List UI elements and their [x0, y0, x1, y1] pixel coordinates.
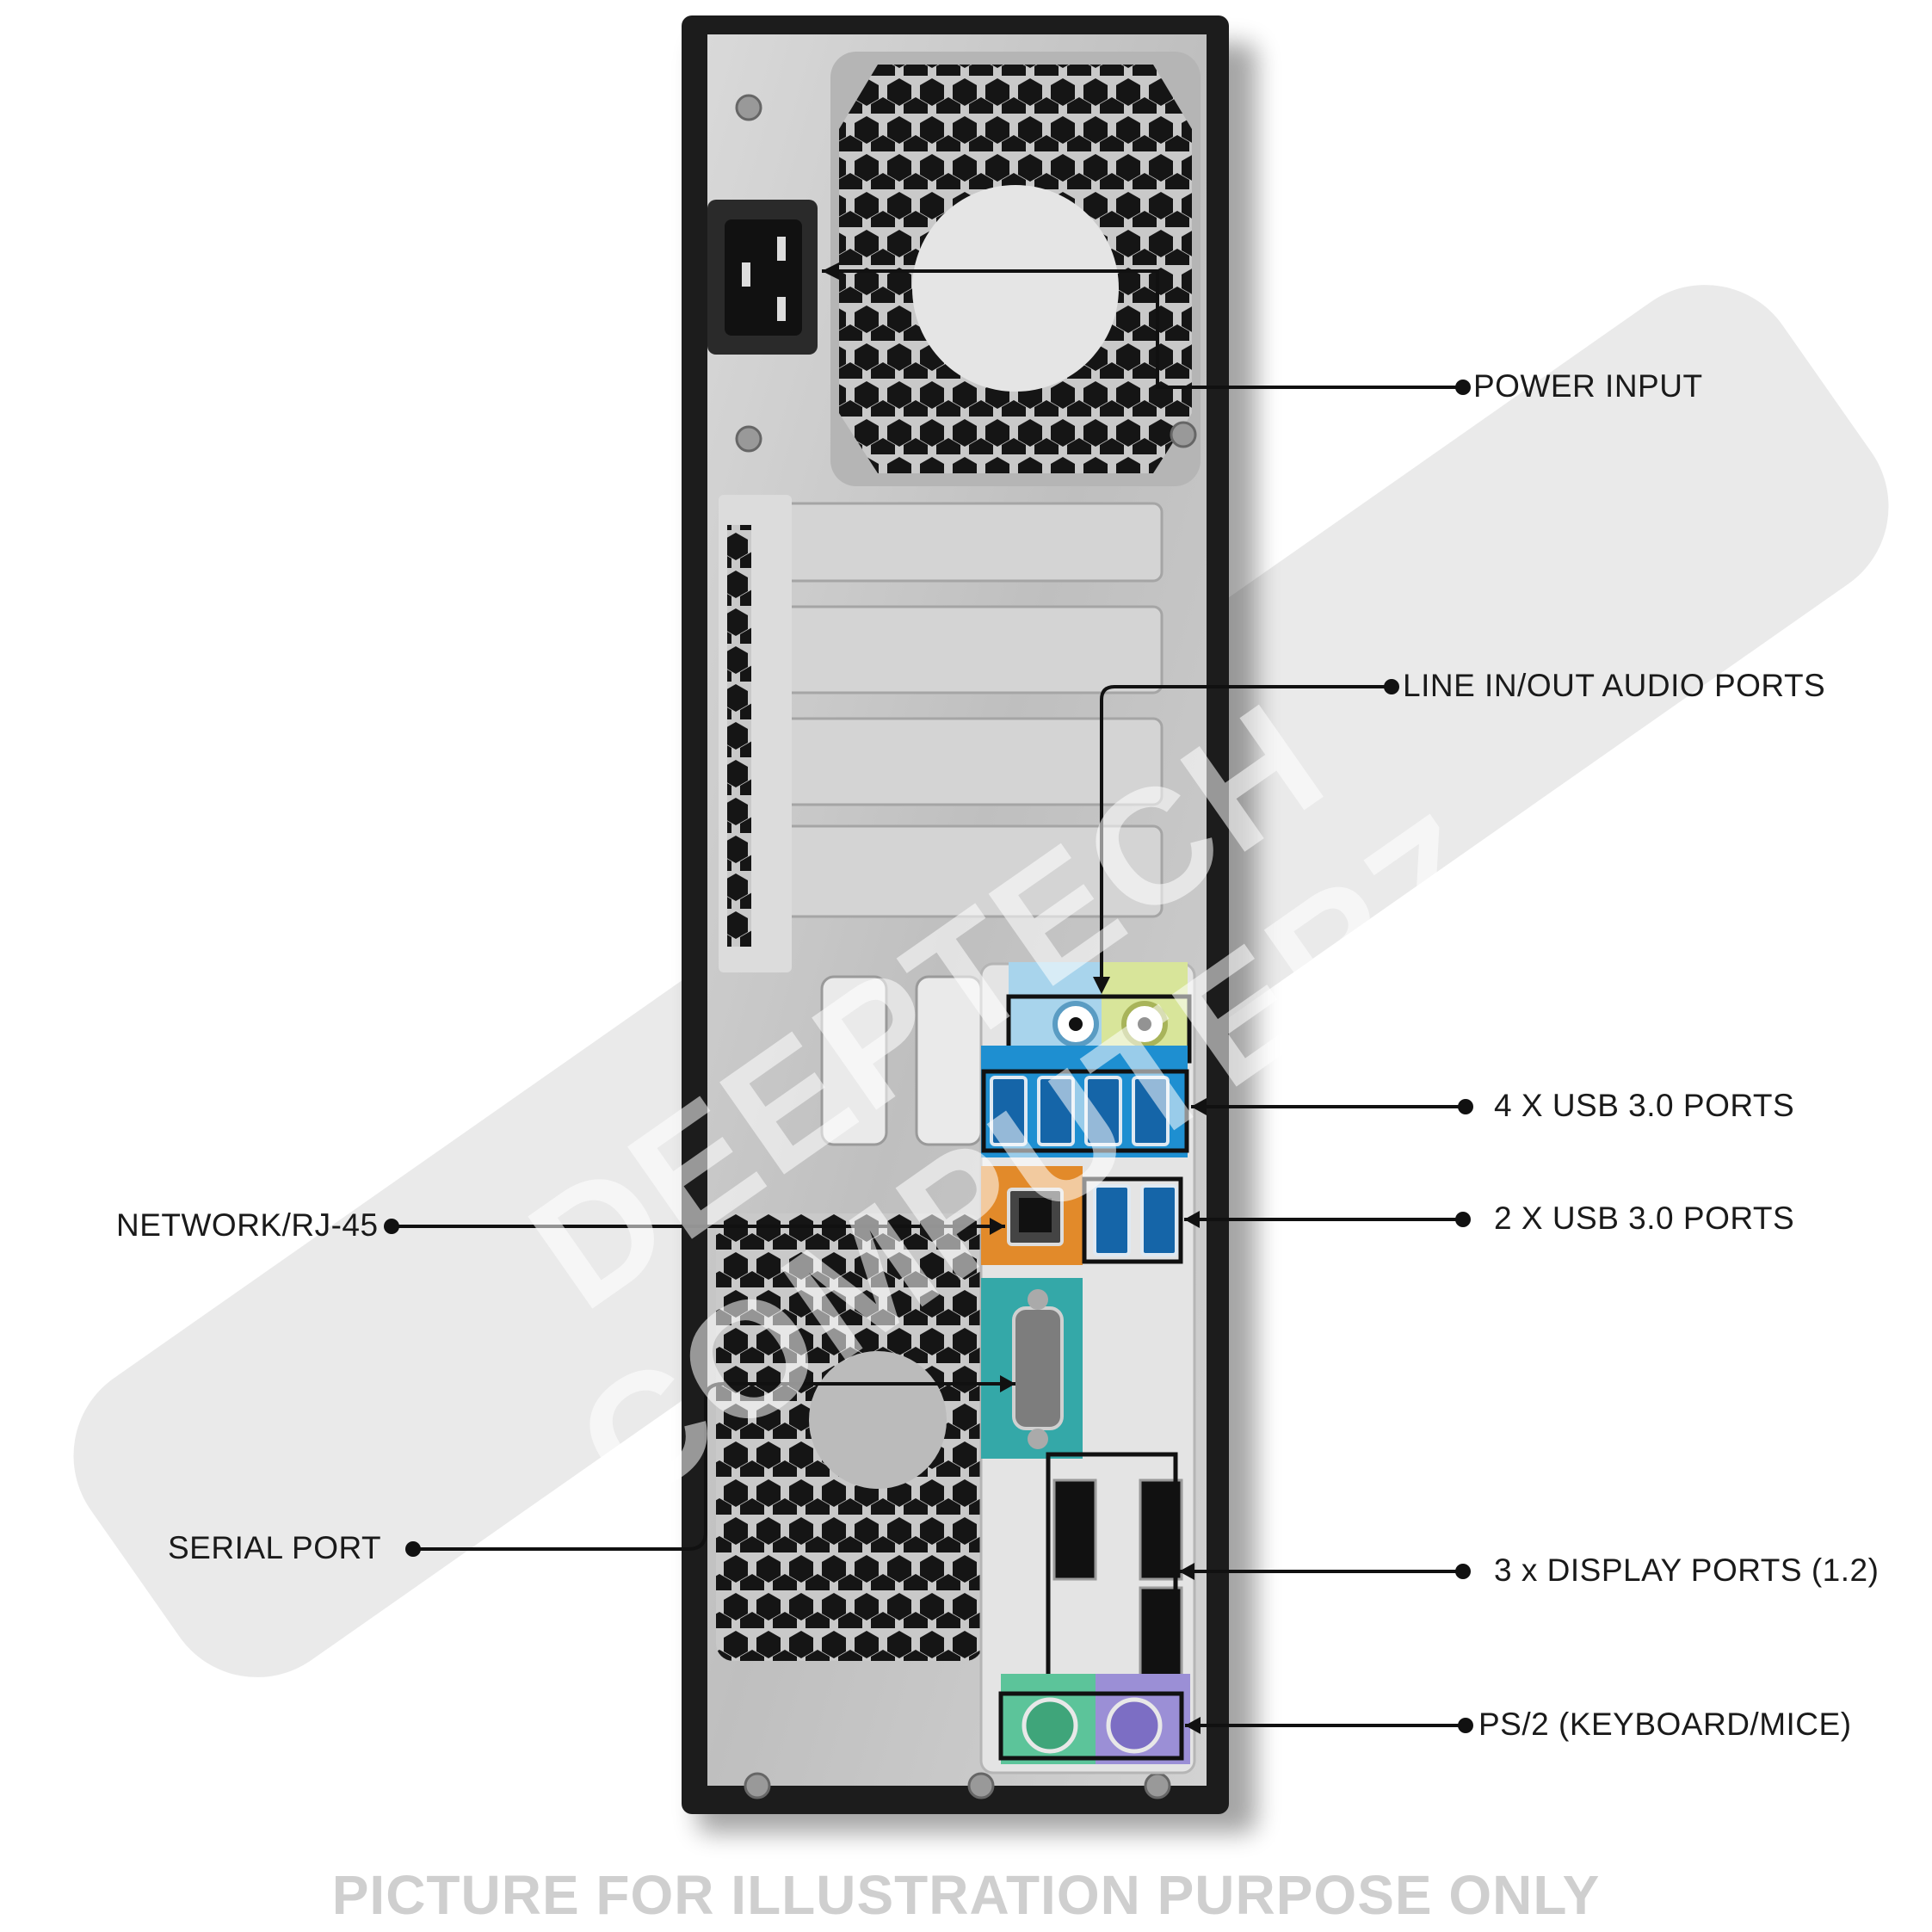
label-audio-ports: LINE IN/OUT AUDIO PORTS [1403, 668, 1826, 703]
label-ps2: PS/2 (KEYBOARD/MICE) [1478, 1707, 1852, 1742]
ps2-highlight-box [998, 1691, 1184, 1761]
callout-lines [392, 269, 1466, 1727]
label-usb2: 2 X USB 3.0 PORTS [1494, 1201, 1795, 1236]
expansion-slot-cover [777, 502, 1164, 583]
screw [744, 1772, 771, 1799]
label-usb4: 4 X USB 3.0 PORTS [1494, 1088, 1795, 1123]
usb-port [1132, 1076, 1170, 1146]
usb4-highlight-box [981, 1069, 1189, 1153]
serial-port [1012, 1306, 1064, 1430]
label-network: NETWORK/RJ-45 [116, 1207, 379, 1243]
power-callout-line [822, 269, 1463, 389]
expansion-slot-cover [777, 605, 1164, 694]
usb-port [990, 1076, 1028, 1146]
knockout [820, 975, 888, 1146]
ps2-mouse-port [1022, 1697, 1078, 1754]
usb-port [1084, 1076, 1122, 1146]
screw [1144, 1772, 1171, 1799]
label-power-input: POWER INPUT [1473, 368, 1703, 404]
callout-arrows [822, 262, 1207, 1734]
displayport [1052, 1478, 1097, 1581]
label-display: 3 x DISPLAY PORTS (1.2) [1494, 1552, 1880, 1588]
serial-callout-line [413, 1382, 1015, 1551]
usb-port [1037, 1076, 1075, 1146]
screw [735, 94, 762, 121]
screw [735, 425, 762, 453]
usb-port [1093, 1184, 1131, 1256]
usb2-highlight-box [1082, 1176, 1183, 1264]
screw [967, 1772, 995, 1799]
audio-callout-line [1100, 685, 1392, 990]
label-serial: SERIAL PORT [168, 1530, 382, 1565]
callout-dots [384, 380, 1473, 1733]
screw [1170, 421, 1197, 448]
psu-fan-center [912, 185, 1119, 392]
footer-disclaimer: PICTURE FOR ILLUSTRATION PURPOSE ONLY [331, 1864, 1601, 1926]
usb-port [1140, 1184, 1178, 1256]
ps2-keyboard-port [1106, 1697, 1163, 1754]
